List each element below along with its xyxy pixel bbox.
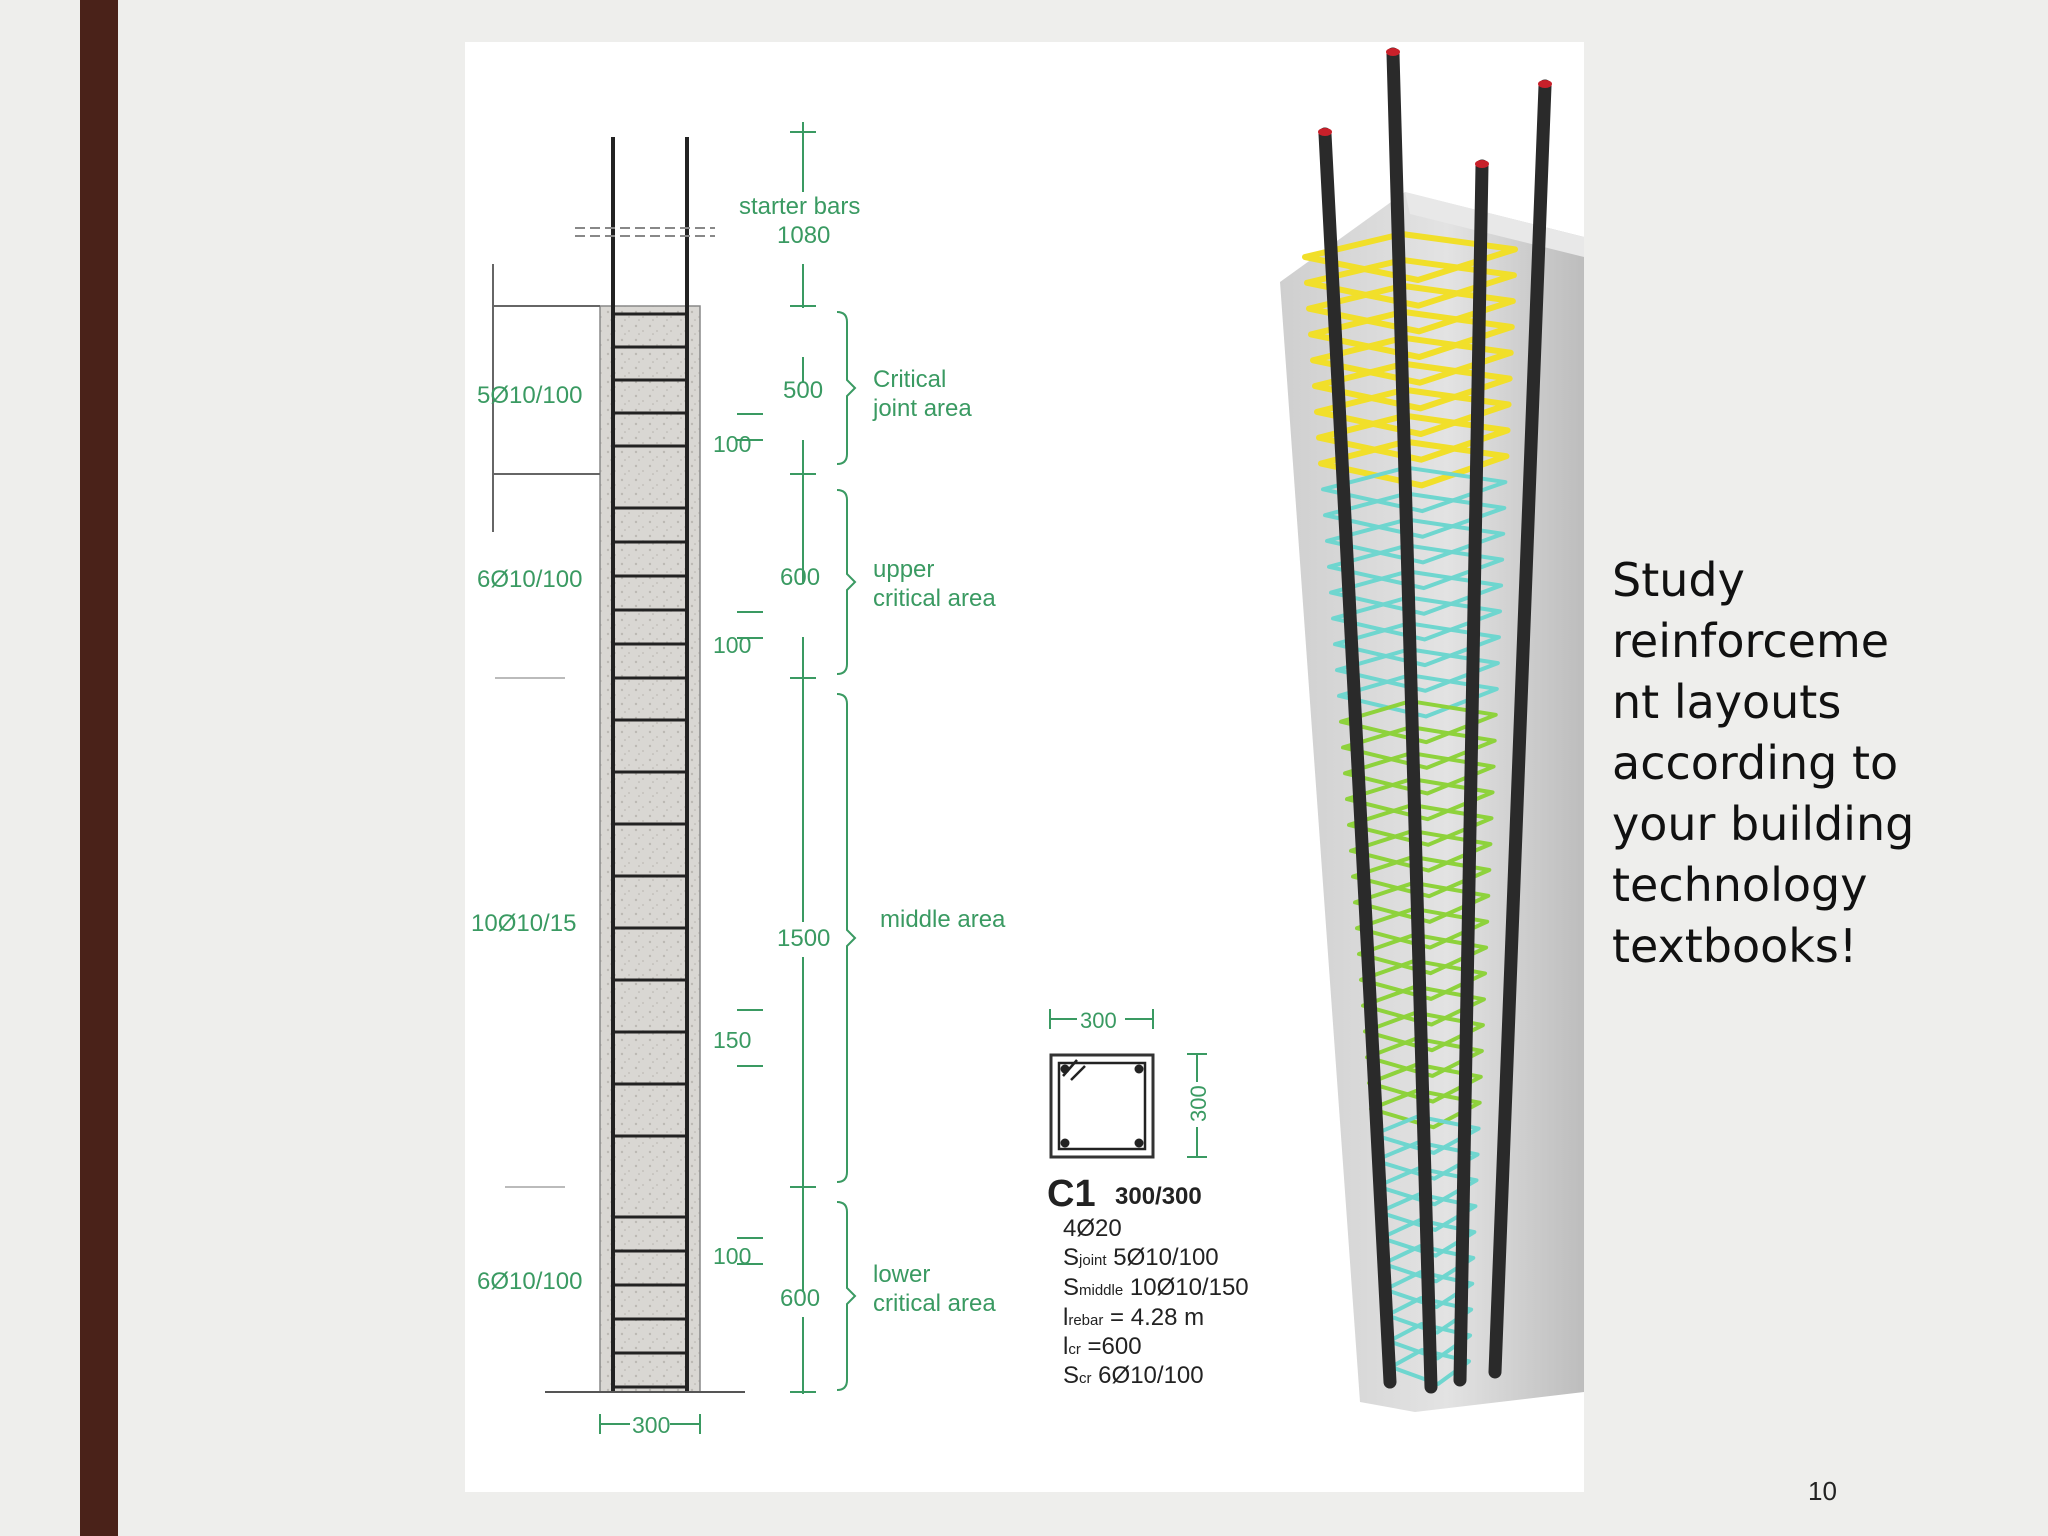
column-3d-tie <box>1375 1166 1479 1207</box>
svg-text:Sjoint 5Ø10/100: Sjoint 5Ø10/100 <box>1063 1244 1219 1271</box>
column-3d-tie <box>1341 725 1497 770</box>
column-3d-tie <box>1365 1036 1484 1078</box>
stirrup-label-lower: 6Ø10/100 <box>477 1268 582 1295</box>
width-label: 300 <box>632 1412 670 1438</box>
column-3d-tie <box>1318 438 1510 489</box>
column-3d-tie <box>1343 751 1496 796</box>
column-3d-tie <box>1323 491 1507 539</box>
sidebar-accent-bar <box>80 0 118 1536</box>
zone-lower-line1: lower <box>873 1261 930 1288</box>
column-3d-bar-caps <box>1318 48 1552 168</box>
spacing-label-2: 100 <box>713 632 751 658</box>
column-3d-tie <box>1389 1348 1471 1386</box>
column-3d-tie <box>1371 1114 1481 1155</box>
svg-text:lcr =600: lcr =600 <box>1063 1333 1142 1360</box>
width-dimension <box>599 1414 701 1434</box>
column-3d-tie <box>1347 802 1494 847</box>
reinforcement-figure: 5Ø10/100 6Ø10/100 10Ø10/15 6Ø10/100 100 … <box>465 42 1584 1492</box>
column-3d-tie <box>1339 699 1498 745</box>
column-3d-tie <box>1363 1010 1485 1053</box>
column-3d-tie <box>1325 517 1506 565</box>
section-bar-tl <box>1060 1064 1070 1074</box>
zone-joint-line2: joint area <box>872 395 972 422</box>
column-3d-tie <box>1327 543 1505 591</box>
column-3d-tie <box>1312 360 1513 412</box>
zone-joint-line1: Critical <box>873 366 946 393</box>
column-3d-tie <box>1302 231 1518 283</box>
column-3d-tie <box>1335 647 1500 693</box>
svg-text:lrebar = 4.28 m: lrebar = 4.28 m <box>1063 1304 1204 1331</box>
column-3d-tie <box>1337 673 1499 719</box>
spacing-label-1: 100 <box>713 431 751 457</box>
column-3d-tie <box>1357 932 1489 976</box>
column-3d-tie <box>1381 1244 1476 1284</box>
dim-lower: 600 <box>780 1285 820 1312</box>
column-3d-tie <box>1316 412 1511 463</box>
section-bars: 4Ø20 <box>1063 1215 1122 1242</box>
column-3d-tie <box>1321 465 1508 514</box>
column-3d-tie <box>1304 256 1517 309</box>
section-bar-tr <box>1134 1064 1144 1074</box>
column-size: 300/300 <box>1115 1183 1202 1210</box>
column-concrete <box>599 305 701 1393</box>
column-3d-tie <box>1377 1192 1478 1232</box>
zone-upper-line2: critical area <box>873 585 996 612</box>
stirrups <box>611 312 689 1389</box>
column-3d-tie <box>1353 880 1491 924</box>
column-3d-tie <box>1355 906 1490 950</box>
stirrup-label-joint: 5Ø10/100 <box>477 382 582 409</box>
svg-text:Scr 6Ø10/100: Scr 6Ø10/100 <box>1063 1362 1204 1389</box>
column-3d-tie <box>1361 984 1486 1027</box>
column-3d-tie <box>1367 1062 1483 1104</box>
column-3d-tie <box>1310 334 1514 386</box>
column-3d-tie <box>1333 621 1501 668</box>
column-3d-tie <box>1331 595 1503 642</box>
column-3d-tie <box>1349 828 1493 873</box>
column-3d-tie <box>1373 1140 1480 1181</box>
stirrup-label-middle: 10Ø10/15 <box>471 910 576 937</box>
section-height-label: 300 <box>1186 1085 1211 1122</box>
column-name: C1 <box>1047 1173 1096 1215</box>
starter-length-label: 1080 <box>777 222 830 249</box>
column-elevation <box>545 137 745 1393</box>
section-bar-bl <box>1060 1138 1070 1148</box>
column-3d-tie <box>1329 569 1504 616</box>
svg-text:Smiddle 10Ø10/150: Smiddle 10Ø10/150 <box>1063 1274 1249 1301</box>
section-width-label: 300 <box>1080 1008 1117 1033</box>
column-3d-tie <box>1345 777 1495 822</box>
page-number: 10 <box>1808 1476 1837 1506</box>
column-3d-tie <box>1351 854 1492 899</box>
dim-middle: 1500 <box>777 925 830 952</box>
zone-upper-line1: upper <box>873 556 934 583</box>
column-3d-tie <box>1308 308 1515 361</box>
section-bar-br <box>1134 1138 1144 1148</box>
column-3d-tie <box>1306 282 1516 335</box>
starter-bars-label: starter bars <box>739 193 860 220</box>
section-stirrup <box>1057 1061 1147 1151</box>
zone-lower-line2: critical area <box>873 1290 996 1317</box>
column-3d-tie <box>1314 386 1512 438</box>
dimension-chain <box>790 122 857 1394</box>
dim-joint: 500 <box>783 377 823 404</box>
column-3d-tie <box>1359 958 1488 1001</box>
column-3d-ties <box>1302 231 1518 1386</box>
spacing-label-3: 150 <box>713 1027 751 1053</box>
left-zone-brackets <box>492 264 600 1188</box>
column-3d-tie <box>1379 1218 1477 1258</box>
spacing-ticks <box>737 413 763 1265</box>
zone-middle: middle area <box>880 906 1006 933</box>
spacing-label-4: 100 <box>713 1243 751 1269</box>
column-3d-bars <box>1318 47 1552 1394</box>
cross-section: 300 300 <box>1049 1008 1211 1159</box>
column-3d-render <box>1280 47 1584 1412</box>
dim-upper: 600 <box>780 564 820 591</box>
side-text: Study reinforceme nt layouts according t… <box>1612 553 1915 973</box>
column-3d-tie <box>1369 1088 1482 1130</box>
stirrup-label-upper: 6Ø10/100 <box>477 566 582 593</box>
